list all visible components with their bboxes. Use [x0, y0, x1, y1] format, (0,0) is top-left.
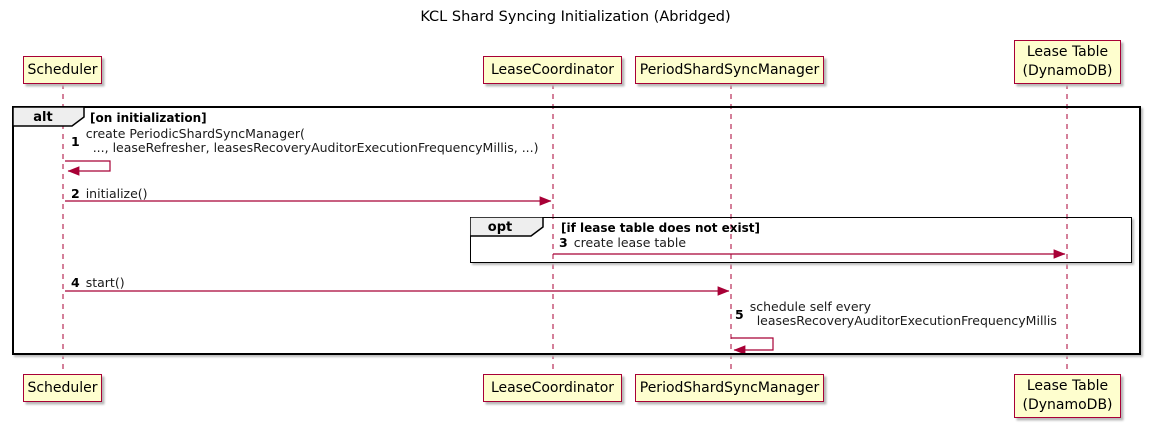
- participant-lease-table-bottom: Lease Table (DynamoDB): [1014, 374, 1121, 418]
- message-4-number: 4: [71, 275, 80, 290]
- message-5-number: 5: [735, 306, 744, 322]
- message-3: 3 create lease table: [559, 235, 686, 250]
- opt-operator-label: opt: [487, 220, 513, 235]
- alt-operator-label: alt: [33, 110, 53, 125]
- message-1-number: 1: [71, 133, 80, 149]
- participant-scheduler-top: Scheduler: [23, 56, 102, 84]
- message-1: 1 create PeriodicShardSyncManager( ..., …: [71, 127, 539, 155]
- participant-lease-table-top: Lease Table (DynamoDB): [1014, 40, 1121, 84]
- message-3-text: create lease table: [573, 235, 687, 250]
- message-1-text-line2: ..., leaseRefresher, leasesRecoveryAudit…: [92, 140, 539, 155]
- message-5-self-arrow: [731, 337, 774, 355]
- message-2-number: 2: [71, 186, 80, 201]
- message-5-text-line2: leasesRecoveryAuditorExecutionFrequencyM…: [756, 313, 1057, 328]
- opt-guard: [if lease table does not exist]: [561, 221, 761, 235]
- participant-period-shard-sync-manager-bottom: PeriodShardSyncManager: [635, 374, 824, 402]
- participant-scheduler-bottom: Scheduler: [23, 374, 102, 402]
- message-5: 5 schedule self every leasesRecoveryAudi…: [735, 300, 1057, 328]
- participant-lease-coordinator-top: LeaseCoordinator: [483, 56, 622, 84]
- participant-lease-coordinator-bottom: LeaseCoordinator: [483, 374, 622, 402]
- message-2: 2 initialize(): [71, 186, 148, 201]
- message-4: 4 start(): [71, 275, 125, 290]
- alt-frame: alt [on initialization]: [12, 106, 1141, 355]
- message-1-text-line1: create PeriodicShardSyncManager(: [85, 126, 305, 141]
- opt-operator-pentagon: [470, 217, 544, 237]
- message-2-text: initialize(): [85, 186, 148, 201]
- message-1-self-arrow: [65, 160, 111, 176]
- opt-frame: opt [if lease table does not exist]: [470, 217, 1132, 263]
- message-5-text-line1: schedule self every: [749, 299, 872, 314]
- message-4-text: start(): [85, 275, 125, 290]
- participant-period-shard-sync-manager-top: PeriodShardSyncManager: [635, 56, 824, 84]
- diagram-title: KCL Shard Syncing Initialization (Abridg…: [420, 9, 731, 25]
- alt-operator-pentagon: [13, 107, 85, 127]
- alt-guard: [on initialization]: [90, 111, 207, 125]
- message-3-number: 3: [559, 235, 568, 250]
